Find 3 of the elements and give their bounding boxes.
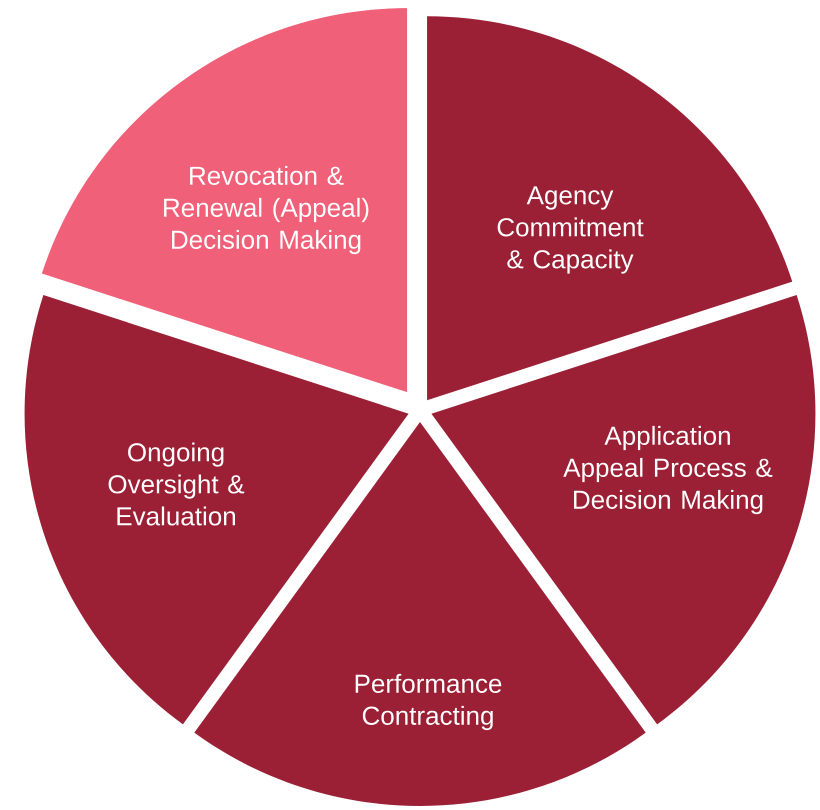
pie-segment: Agency Commitment & Capacity [427, 16, 792, 400]
pie-segment: Revocation & Renewal (Appeal) Decision Making [42, 8, 408, 392]
node-label: Agency Commitment & Capacity [498, 186, 644, 274]
